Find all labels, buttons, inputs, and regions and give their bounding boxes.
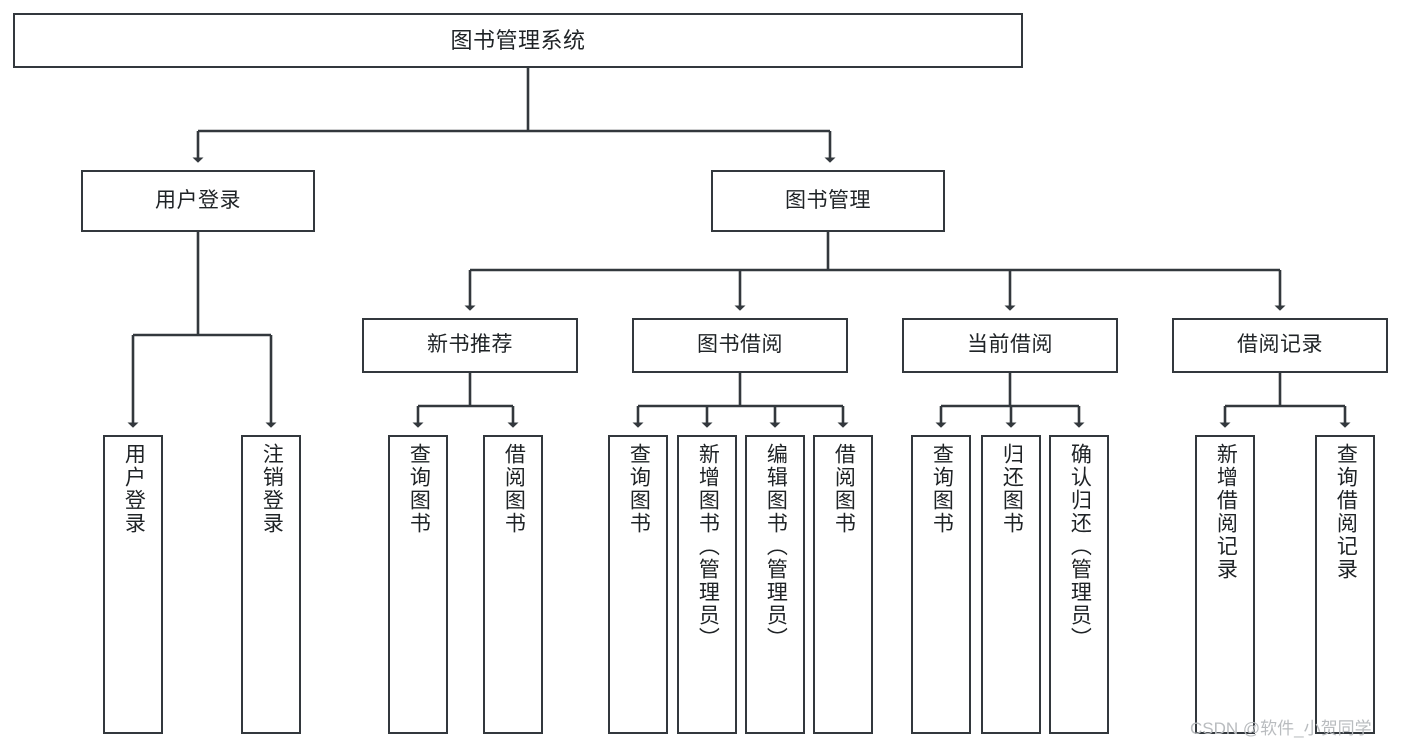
leaf-add-book-admin[interactable]: 新增图书（管理员）: [677, 435, 737, 734]
leaf-add-borrow-record-label: 新增借阅记录: [1214, 443, 1238, 581]
node-book-management[interactable]: 图书管理: [711, 170, 945, 232]
leaf-edit-book-admin[interactable]: 编辑图书（管理员）: [745, 435, 805, 734]
leaf-query-borrow-record-label: 查询借阅记录: [1334, 443, 1358, 581]
leaf-query-book-borrow[interactable]: 查询图书: [608, 435, 668, 734]
node-current-borrow[interactable]: 当前借阅: [902, 318, 1118, 373]
leaf-query-book-current-label: 查询图书: [930, 443, 954, 535]
leaf-logout-label: 注销登录: [260, 443, 284, 535]
leaf-borrow-book-recommend-label: 借阅图书: [502, 443, 526, 535]
node-root-label: 图书管理系统: [450, 27, 586, 53]
node-book-borrow-label: 图书借阅: [697, 333, 783, 357]
node-current-borrow-label: 当前借阅: [967, 333, 1053, 357]
node-book-borrow[interactable]: 图书借阅: [632, 318, 848, 373]
leaf-return-book[interactable]: 归还图书: [981, 435, 1041, 734]
leaf-borrow-book-recommend[interactable]: 借阅图书: [483, 435, 543, 734]
node-new-book-recommend[interactable]: 新书推荐: [362, 318, 578, 373]
node-root[interactable]: 图书管理系统: [13, 13, 1023, 68]
leaf-borrow-book[interactable]: 借阅图书: [813, 435, 873, 734]
node-new-book-recommend-label: 新书推荐: [427, 333, 513, 357]
leaf-add-book-admin-label: 新增图书（管理员）: [696, 443, 720, 650]
leaf-query-book-borrow-label: 查询图书: [627, 443, 651, 535]
node-user-login-label: 用户登录: [155, 188, 241, 212]
node-borrow-record-label: 借阅记录: [1237, 333, 1323, 357]
leaf-user-login[interactable]: 用户登录: [103, 435, 163, 734]
leaf-confirm-return-admin[interactable]: 确认归还（管理员）: [1049, 435, 1109, 734]
leaf-edit-book-admin-label: 编辑图书（管理员）: [764, 443, 788, 650]
node-user-login[interactable]: 用户登录: [81, 170, 315, 232]
leaf-query-book-recommend-label: 查询图书: [407, 443, 431, 535]
leaf-user-login-label: 用户登录: [122, 443, 146, 535]
leaf-query-book-current[interactable]: 查询图书: [911, 435, 971, 734]
leaf-confirm-return-admin-label: 确认归还（管理员）: [1068, 443, 1092, 650]
leaf-query-book-recommend[interactable]: 查询图书: [388, 435, 448, 734]
leaf-logout[interactable]: 注销登录: [241, 435, 301, 734]
leaf-add-borrow-record[interactable]: 新增借阅记录: [1195, 435, 1255, 734]
watermark: CSDN @软件_小贺同学: [1190, 719, 1372, 738]
node-book-management-label: 图书管理: [785, 188, 871, 212]
node-borrow-record[interactable]: 借阅记录: [1172, 318, 1388, 373]
leaf-query-borrow-record[interactable]: 查询借阅记录: [1315, 435, 1375, 734]
leaf-return-book-label: 归还图书: [1000, 443, 1024, 535]
leaf-borrow-book-label: 借阅图书: [832, 443, 856, 535]
